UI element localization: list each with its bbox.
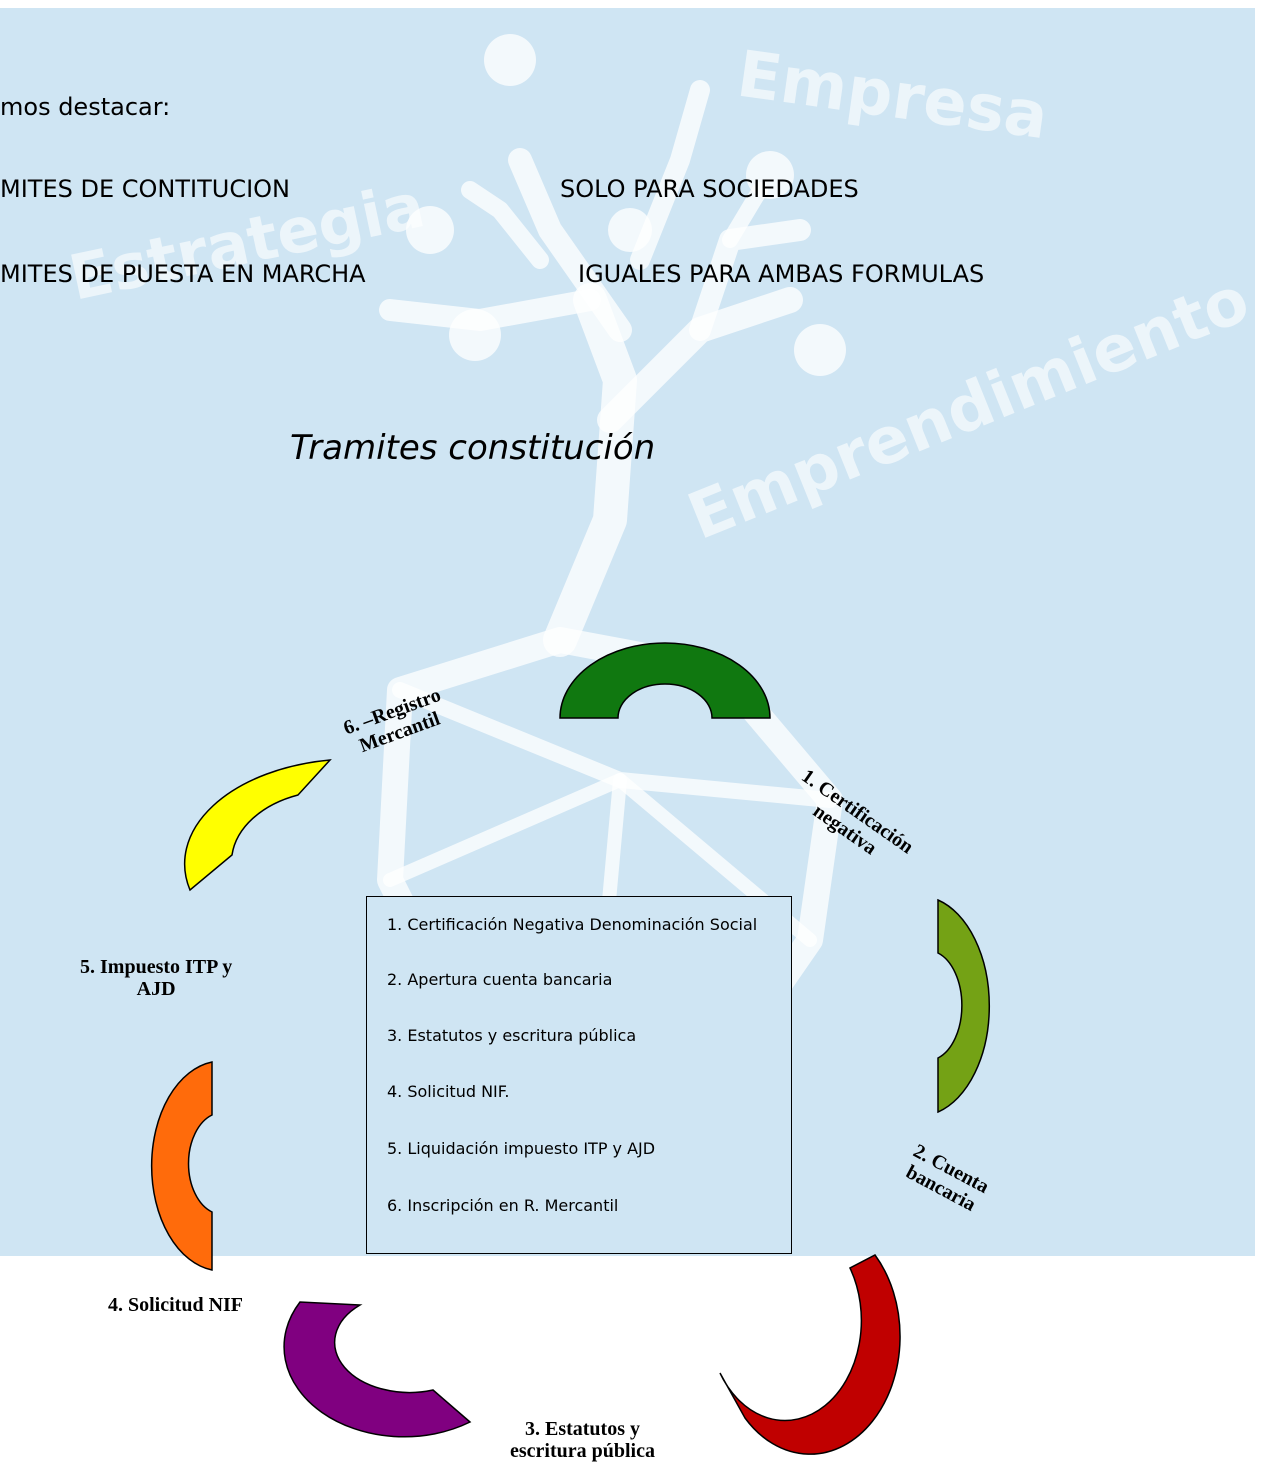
step-item-4: 4. Solicitud NIF. [387,1082,510,1101]
step-item-3: 3. Estatutos y escritura pública [387,1026,637,1045]
node-label-5-line1: 5. Impuesto ITP y [80,956,233,978]
node-label-3-line2: escritura pública [510,1440,655,1462]
step-item-2: 2. Apertura cuenta bancaria [387,970,613,989]
step-item-6: 6. Inscripción en R. Mercantil [387,1196,619,1215]
step-item-5: 5. Liquidación impuesto ITP y AJD [387,1139,656,1158]
intro-row2-left: MITES DE PUESTA EN MARCHA [0,260,366,288]
arc-node-3 [719,1254,901,1455]
intro-row2-right: IGUALES PARA AMBAS FORMULAS [578,260,985,288]
arc-node-6 [183,759,332,892]
page-subtitle: Tramites constitución [290,428,656,468]
arc-node-5 [150,1061,213,1271]
arc-node-2 [937,898,990,1114]
node-label-4: 4. Solicitud NIF [108,1294,243,1316]
intro-row1-right: SOLO PARA SOCIEDADES [560,175,859,203]
steps-list-box: 1. Certificación Negativa Denominación S… [366,896,792,1254]
intro-row1-left: MITES DE CONTITUCION [0,175,290,203]
node-label-3: 3. Estatutos y escritura pública [510,1418,655,1462]
step-item-1: 1. Certificación Negativa Denominación S… [387,915,758,934]
node-label-3-line1: 3. Estatutos y [524,1418,640,1440]
node-label-4-line1: 4. Solicitud NIF [108,1294,244,1316]
intro-lead: mos destacar: [0,93,171,121]
node-label-5: 5. Impuesto ITP y AJD [80,956,232,1000]
arc-node-4 [283,1301,472,1438]
arc-node-1 [559,642,771,719]
node-label-5-line2: AJD [136,978,176,1000]
